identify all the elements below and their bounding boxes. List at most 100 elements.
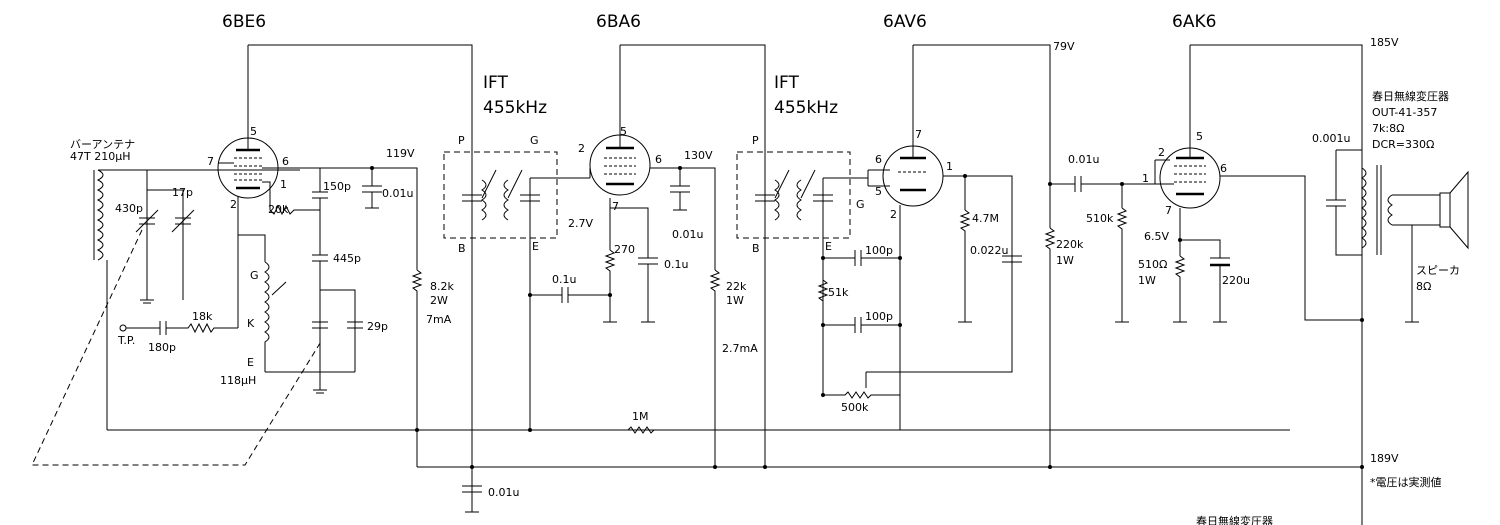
- pin-6-6be6: 6: [282, 155, 289, 168]
- ift1-pin-p: P: [458, 134, 465, 147]
- tube-6av6: [867, 45, 1022, 323]
- transformer-dcr: DCR=330Ω: [1372, 138, 1434, 151]
- res-18k: 18k: [192, 310, 213, 323]
- osc-grid-network: [238, 168, 363, 394]
- detector-network: [817, 205, 1013, 431]
- res-270: 270: [614, 243, 635, 256]
- ift1-pin-b: B: [458, 242, 466, 255]
- speaker-label: スピーカ: [1416, 264, 1460, 277]
- ift1-can: [443, 151, 578, 512]
- cap-17p: 17p: [172, 186, 193, 199]
- ift1-pin-e: E: [532, 240, 539, 253]
- ift2-title: IFT: [774, 73, 799, 93]
- pin-6-6ba6: 6: [655, 153, 662, 166]
- current-7ma: 7mA: [426, 313, 452, 326]
- cap-180p: 180p: [148, 341, 176, 354]
- voltage-119v: 119V: [386, 147, 415, 160]
- speaker-icon: [1439, 170, 1469, 250]
- voltage-2-7v: 2.7V: [568, 217, 593, 230]
- pin-6-6ak6: 6: [1220, 162, 1227, 175]
- tube-label-6av6: 6AV6: [883, 12, 927, 32]
- pin-7-6be6: 7: [207, 155, 214, 168]
- supply-decoupling-1: [300, 166, 423, 467]
- output-transformer: [1326, 149, 1440, 323]
- cap-001u-c: 0.01u: [488, 486, 519, 499]
- ift2-pin-b: B: [752, 242, 760, 255]
- res-4-7m: 4.7M: [972, 212, 999, 225]
- bplus-bypass-cap: [462, 485, 482, 513]
- pin-6-6av6: 6: [875, 153, 882, 166]
- res-510-ohm: 510Ω: [1138, 258, 1167, 271]
- ift1-title: IFT: [483, 73, 508, 93]
- pin-5-6ak6: 5: [1196, 130, 1203, 143]
- bar-antenna-label: バーアンテナ: [70, 138, 135, 151]
- tp-label: T.P.: [117, 334, 135, 347]
- cap-100p-a: 100p: [865, 244, 893, 257]
- pin-5-6av6: 5: [875, 185, 882, 198]
- voltage-79v: 79V: [1053, 40, 1075, 53]
- voltage-130v: 130V: [684, 149, 713, 162]
- ift1-pin-g: G: [530, 134, 539, 147]
- res-20k: 20k: [268, 203, 289, 216]
- cap-01u-a: 0.1u: [552, 273, 576, 286]
- voltage-6-5v: 6.5V: [1144, 230, 1169, 243]
- pin-1-6ak6: 1: [1142, 172, 1149, 185]
- res-82k-watt: 2W: [430, 294, 448, 307]
- res-510k: 510k: [1086, 212, 1114, 225]
- res-1m: 1M: [632, 410, 649, 423]
- osc-coil-g: G: [250, 269, 259, 282]
- pin-5-6be6: 5: [250, 125, 257, 138]
- bottom-cut-text: 春日無線変圧器: [1196, 514, 1273, 525]
- tube-6ba6: [578, 45, 716, 270]
- pin-7-6ba6: 7: [612, 200, 619, 213]
- pin-1-6av6: 1: [946, 160, 953, 173]
- osc-coil-k: K: [247, 317, 255, 330]
- ift2-pin-g: G: [856, 198, 865, 211]
- cap-01u-b: 0.1u: [664, 258, 688, 271]
- pin-1-6be6: 1: [280, 178, 287, 191]
- ift2-pin-e: E: [825, 240, 832, 253]
- cap-430p: 430p: [115, 202, 143, 215]
- pin-7-6av6: 7: [915, 128, 922, 141]
- voltage-185v: 185V: [1370, 36, 1399, 49]
- antenna-spec: 47T 210μH: [70, 150, 130, 163]
- tube-label-6be6: 6BE6: [222, 12, 266, 32]
- res-22k-watt: 1W: [726, 294, 744, 307]
- ift1-frequency: 455kHz: [483, 98, 547, 118]
- pin-5-6ba6: 5: [620, 125, 627, 138]
- res-220k: 220k: [1056, 238, 1084, 251]
- cap-0-022u: 0.022u: [970, 244, 1008, 257]
- voltage-189v: 189V: [1370, 452, 1399, 465]
- cap-001u-d: 0.01u: [1068, 153, 1099, 166]
- pin-2-6be6: 2: [230, 198, 237, 211]
- vr-500k: 500k: [841, 401, 869, 414]
- cap-100p-b: 100p: [865, 310, 893, 323]
- res-510-watt: 1W: [1138, 274, 1156, 287]
- detector-plate-load: [1044, 176, 1155, 467]
- osc-coil-e: E: [247, 356, 254, 369]
- tube-label-6ba6: 6BA6: [596, 12, 641, 32]
- res-1m-symbol: [627, 426, 655, 434]
- ift2-frequency: 455kHz: [774, 98, 838, 118]
- bar-antenna: [93, 169, 300, 430]
- pin-2-6ba6: 2: [578, 142, 585, 155]
- ift2-can: [736, 151, 868, 467]
- res-82k: 8.2k: [430, 280, 454, 293]
- test-point[interactable]: [119, 321, 238, 335]
- pin-7-6ak6: 7: [1165, 204, 1172, 217]
- current-2-7ma: 2.7mA: [722, 342, 758, 355]
- tube-6ak6: [1115, 45, 1362, 323]
- cap-445p: 445p: [333, 252, 361, 265]
- gang-link: [31, 229, 323, 466]
- transformer-model: OUT-41-357: [1372, 106, 1437, 119]
- tuning-capacitors: [135, 170, 195, 304]
- cap-001u-a: 0.01u: [382, 187, 413, 200]
- res-220k-watt: 1W: [1056, 254, 1074, 267]
- voltage-note: *電圧は実測値: [1370, 475, 1442, 489]
- pin-2-6ak6: 2: [1158, 146, 1165, 159]
- 6ba6-cathode-network: [530, 166, 721, 467]
- pin-2-6av6: 2: [890, 208, 897, 221]
- cap-0-001u: 0.001u: [1312, 132, 1350, 145]
- res-22k: 22k: [726, 280, 747, 293]
